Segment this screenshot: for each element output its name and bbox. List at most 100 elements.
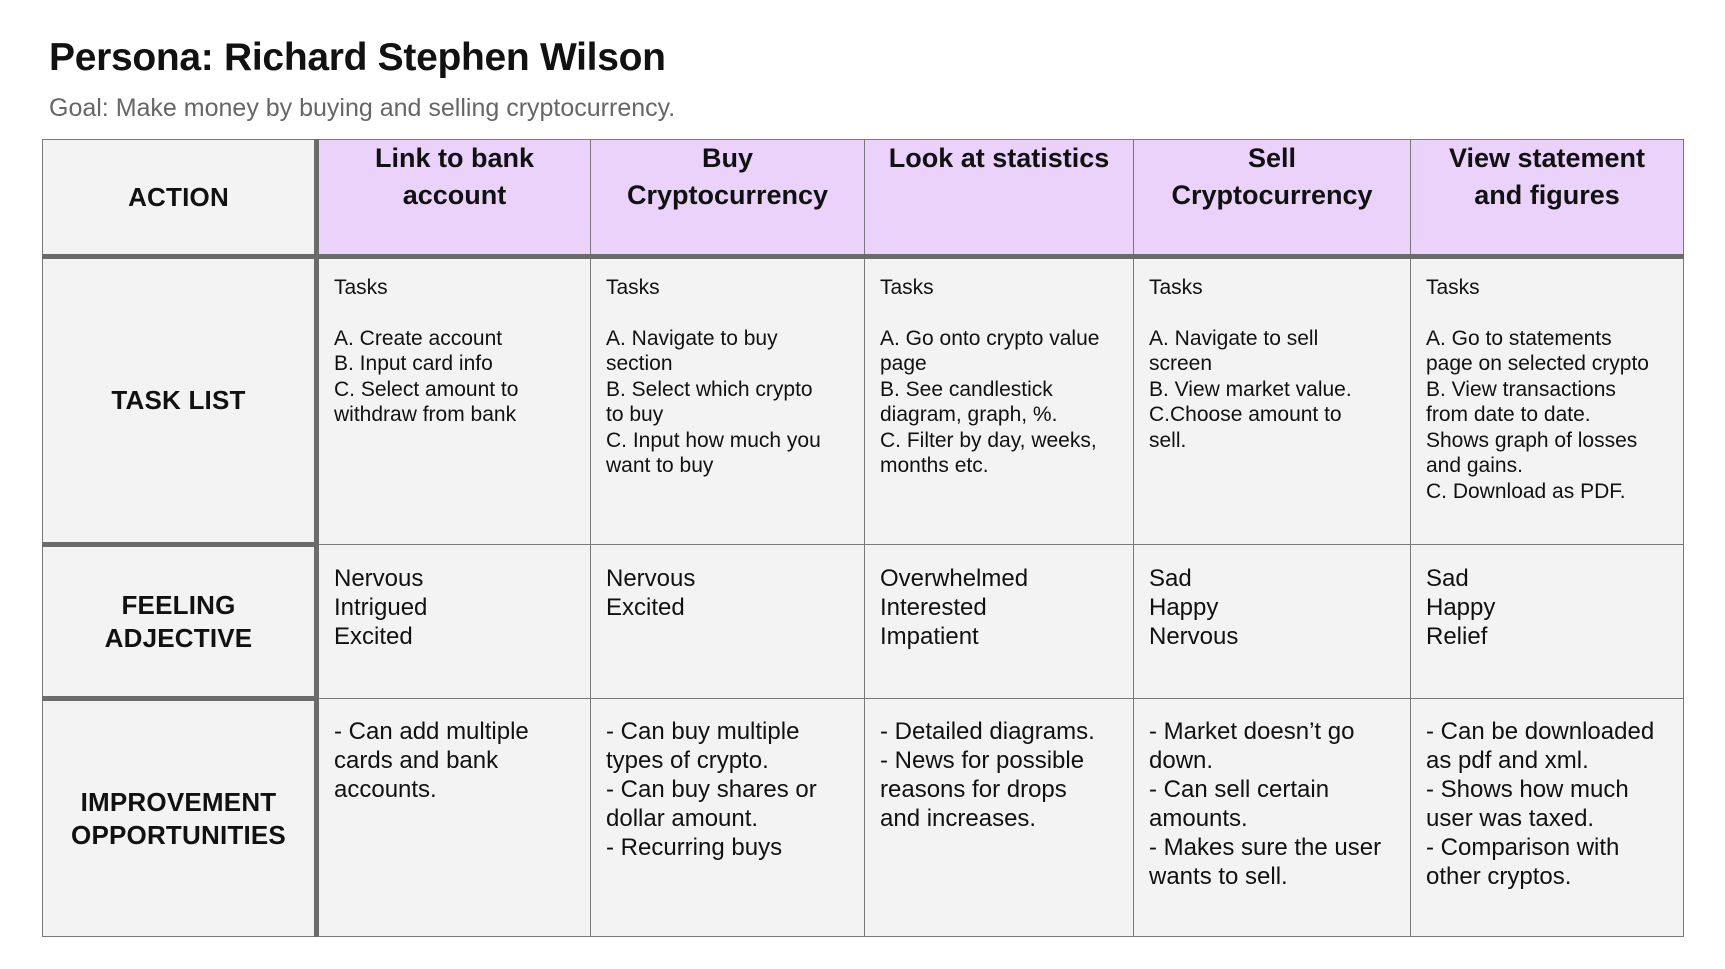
task-line: B. Select which crypto [606,377,813,401]
action-title-line2: and figures [1474,180,1620,210]
improvement-line: cards and bank [334,747,499,774]
page-title: Persona: Richard Stephen Wilson [49,36,666,79]
improvements-cell-3: - Detailed diagrams. - News for possible… [864,698,1134,937]
journey-map-table: ACTION Link to bank account Buy Cryptocu… [42,139,1684,937]
feeling-label-line1: FEELING [121,589,236,620]
feeling-item: Relief [1426,623,1488,650]
improvement-line: - Shows how much [1426,776,1629,803]
task-list-row: TASK LIST Tasks A. Create account B. Inp… [42,256,1684,547]
feelings-cell-3: Overwhelmed Interested Impatient [864,544,1134,699]
task-line: C. Input how much you [606,428,821,452]
feeling-item: Sad [1149,565,1192,592]
improvement-line: amounts. [1149,805,1248,832]
action-row: ACTION Link to bank account Buy Cryptocu… [42,139,1684,259]
action-header-5: View statement and figures [1410,139,1684,259]
task-list-row-label: TASK LIST [42,256,319,547]
feeling-item: Interested [880,594,987,621]
task-line: withdraw from bank [334,403,517,426]
improvement-line: - Can sell certain [1149,776,1330,803]
task-line: and gains. [1426,454,1523,477]
improvement-line: as pdf and xml. [1426,747,1589,774]
improvement-row-label: IMPROVEMENT OPPORTUNITIES [42,698,319,937]
improvement-line: - Comparison with [1426,834,1620,861]
tasks-cell-2: Tasks A. Navigate to buy section B. Sele… [590,256,865,545]
task-line: B. View market value. [1149,377,1352,401]
task-line: screen [1149,352,1213,375]
improvement-line: - Can add multiple [334,718,529,745]
feeling-row: FEELING ADJECTIVE Nervous Intrigued Exci… [42,544,1684,701]
action-title-line1: Look at statistics [888,143,1110,173]
action-header-3: Look at statistics [864,139,1134,259]
feeling-item: Excited [606,594,685,621]
improvement-line: wants to sell. [1149,863,1288,890]
task-line: page on selected crypto [1426,352,1649,375]
action-header-4: Sell Cryptocurrency [1133,139,1411,259]
improvement-row: IMPROVEMENT OPPORTUNITIES - Can add mult… [42,698,1684,937]
improvement-line: user was taxed. [1426,805,1595,832]
task-line: C.Choose amount to [1149,403,1342,426]
improvement-line: - Recurring buys [606,834,783,861]
task-line: to buy [606,403,664,426]
improvement-line: dollar amount. [606,805,759,832]
feeling-item: Nervous [606,565,696,592]
feeling-item: Sad [1426,565,1469,592]
improvement-line: accounts. [334,776,437,803]
task-line: diagram, graph, %. [880,403,1058,426]
tasks-heading: Tasks [606,276,660,299]
task-line: C. Download as PDF. [1426,479,1626,503]
improvement-line: reasons for drops [880,776,1067,803]
feeling-row-label: FEELING ADJECTIVE [42,544,319,701]
task-line: A. Navigate to buy [606,326,778,350]
task-line: A. Go onto crypto value [880,326,1100,350]
improvements-cell-4: - Market doesn’t go down. - Can sell cer… [1133,698,1411,937]
task-line: sell. [1149,428,1187,452]
task-line: A. Go to statements [1426,326,1612,350]
improvement-line: - Makes sure the user [1149,834,1382,861]
feeling-item: Overwhelmed [880,565,1029,592]
improvement-label-line1: IMPROVEMENT [80,786,277,817]
task-line: section [606,352,673,375]
task-line: B. Input card info [334,352,493,375]
task-line: page [880,352,927,375]
action-title-line1: Buy [701,143,753,173]
feeling-item: Nervous [334,565,424,592]
feeling-item: Intrigued [334,594,428,621]
task-line: Shows graph of losses [1426,428,1638,452]
action-row-label: ACTION [42,139,319,259]
feelings-cell-1: Nervous Intrigued Excited [316,544,591,699]
task-line: A. Create account [334,326,503,350]
feeling-item: Impatient [880,623,979,650]
action-title-line1: Sell [1247,143,1297,173]
action-header-1: Link to bank account [316,139,591,259]
feelings-cell-5: Sad Happy Relief [1410,544,1684,699]
tasks-heading: Tasks [880,276,934,299]
action-title-line2: Cryptocurrency [626,180,829,210]
task-line: B. See candlestick [880,377,1053,401]
improvement-line: - Can be downloaded [1426,718,1655,745]
task-line: from date to date. [1426,403,1591,426]
tasks-cell-3: Tasks A. Go onto crypto value page B. Se… [864,256,1134,545]
action-header-2: Buy Cryptocurrency [590,139,865,259]
tasks-heading: Tasks [334,276,388,299]
improvement-line: - News for possible [880,747,1085,774]
task-line: C. Filter by day, weeks, [880,428,1097,452]
feeling-label-line2: ADJECTIVE [104,622,253,653]
improvement-line: other cryptos. [1426,863,1572,890]
task-line: want to buy [606,454,714,477]
feeling-item: Happy [1426,594,1496,621]
page-subtitle: Goal: Make money by buying and selling c… [49,94,676,122]
action-title-line1: Link to bank [374,143,534,173]
task-line: A. Navigate to sell [1149,326,1319,350]
improvement-line: - Can buy shares or [606,776,817,803]
feeling-item: Excited [334,623,413,650]
feeling-item: Nervous [1149,623,1239,650]
task-line: B. View transactions [1426,377,1616,401]
improvement-line: - Market doesn’t go [1149,718,1355,745]
improvement-line: - Can buy multiple [606,718,800,745]
tasks-cell-1: Tasks A. Create account B. Input card in… [316,256,591,545]
action-title-line1: View statement [1448,143,1646,173]
improvement-line: and increases. [880,805,1037,832]
tasks-heading: Tasks [1426,276,1480,299]
feeling-item: Happy [1149,594,1219,621]
improvement-line: - Detailed diagrams. [880,718,1095,745]
